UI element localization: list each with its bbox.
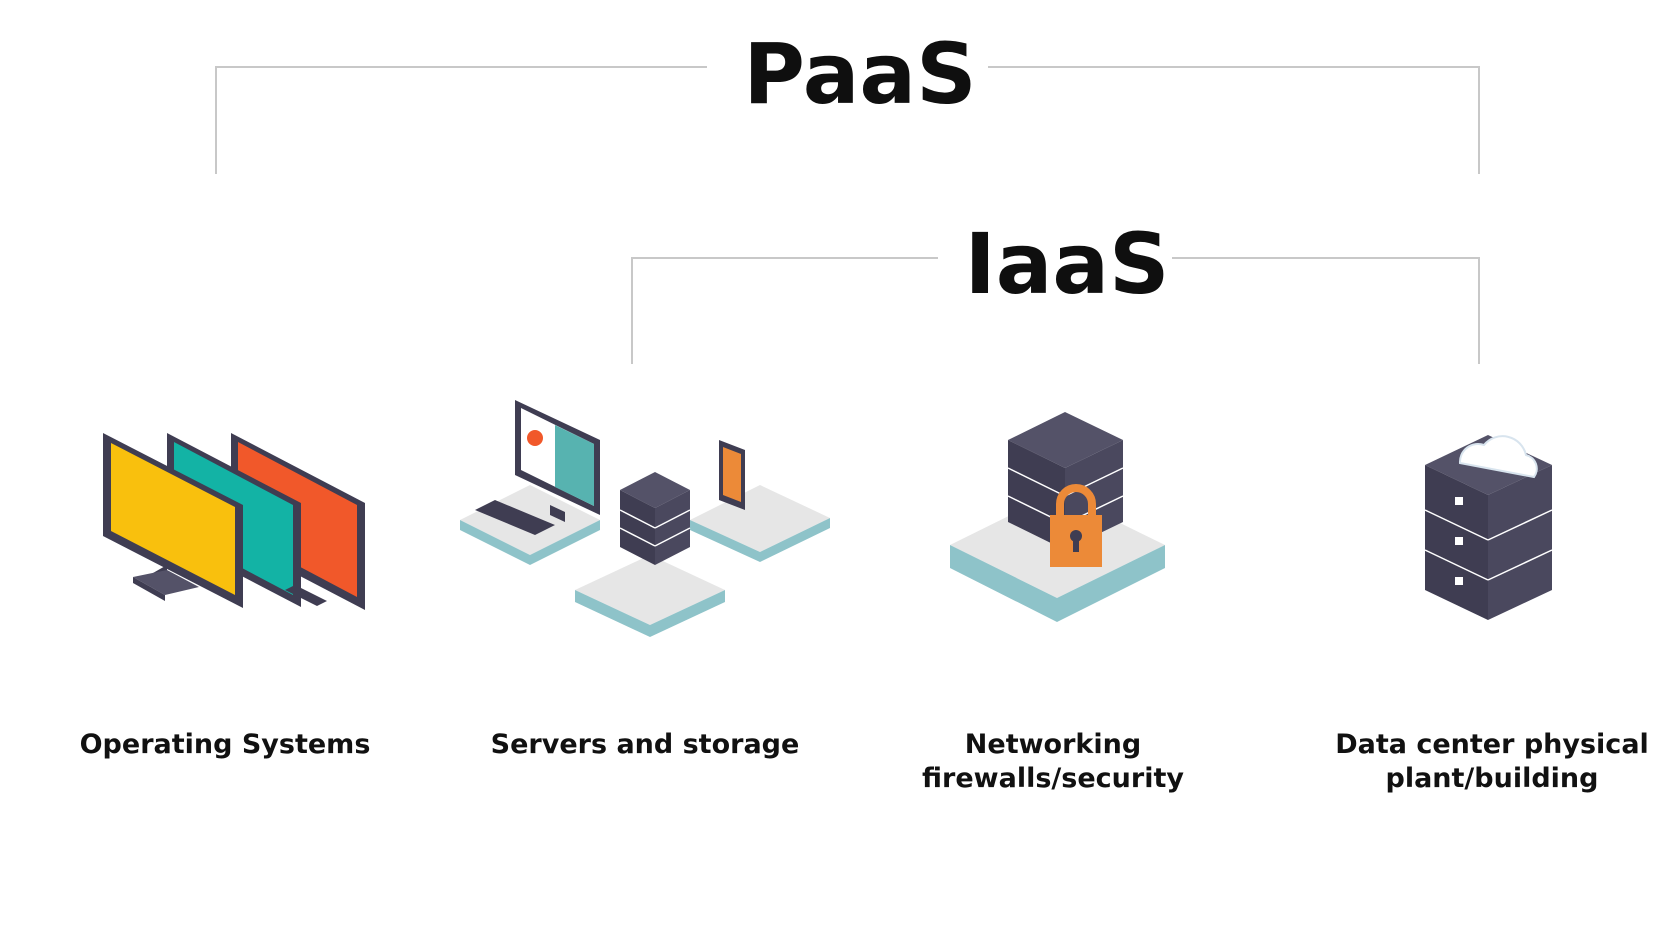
iaas-label: IaaS: [964, 215, 1170, 313]
caption-networking: Networking firewalls/security: [922, 728, 1184, 796]
caption-line: firewalls/security: [922, 763, 1184, 794]
network-security-icon: [950, 412, 1165, 622]
caption-line: Networking: [964, 729, 1142, 760]
caption-line: Servers and storage: [490, 729, 800, 760]
paas-label: PaaS: [743, 25, 977, 123]
server-storage-icon: [460, 400, 830, 637]
caption-line: Operating Systems: [79, 729, 371, 760]
datacenter-icon: [1424, 435, 1553, 620]
caption-servers-storage: Servers and storage: [491, 728, 800, 762]
monitors-icon: [103, 433, 365, 610]
caption-line: plant/building: [1385, 763, 1599, 794]
caption-operating-systems: Operating Systems: [80, 728, 371, 762]
caption-line: Data center physical: [1335, 729, 1649, 760]
caption-datacenter: Data center physical plant/building: [1335, 728, 1649, 796]
